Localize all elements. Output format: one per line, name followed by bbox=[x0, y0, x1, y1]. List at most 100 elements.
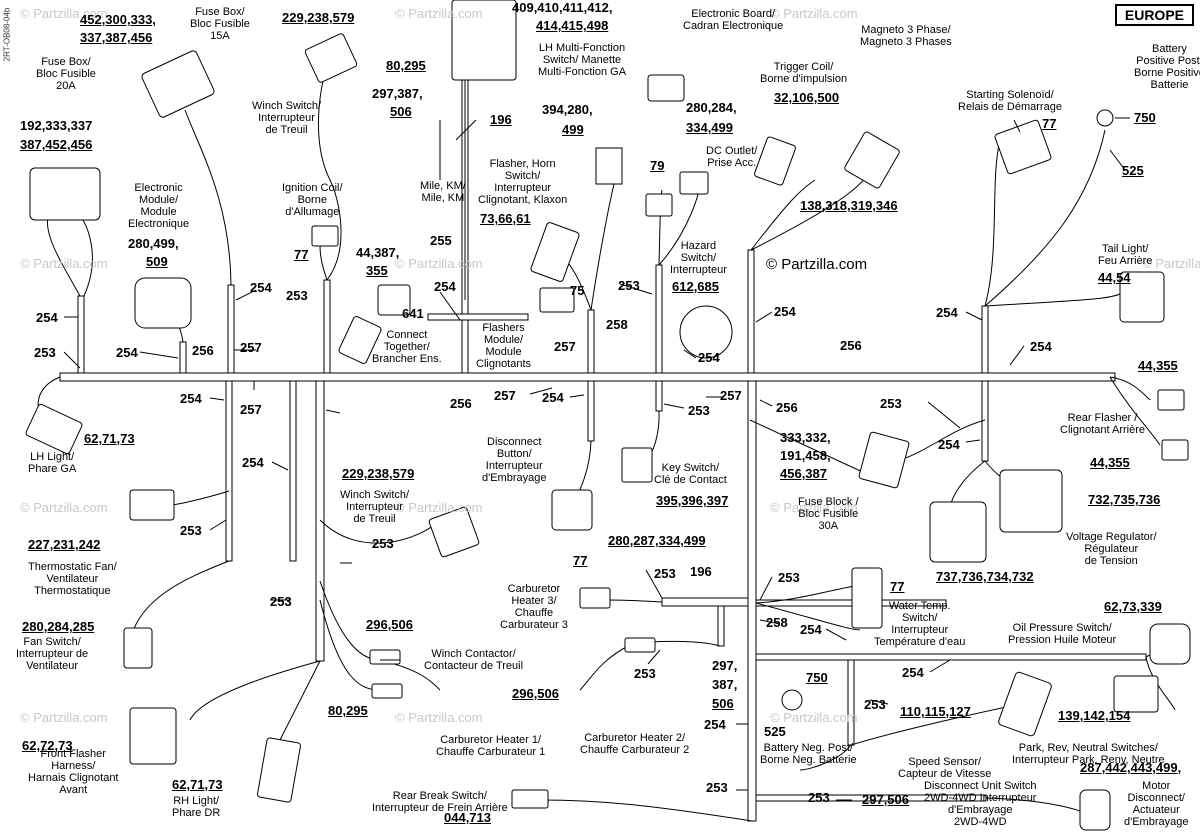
lh-light-label: LH Light/ Phare GA bbox=[28, 451, 77, 475]
starting-solenoid-icon bbox=[994, 119, 1052, 175]
component-glyphs bbox=[25, 0, 1191, 831]
ref-62-71-73-rh: 62,71,73 bbox=[172, 777, 223, 792]
winch-switch-mid-label: Winch Switch/ Interrupteur de Treuil bbox=[340, 489, 410, 525]
voltage-regulator-a-icon bbox=[999, 469, 1063, 533]
ref-280-284-285: 280,284,285 bbox=[22, 619, 95, 634]
lh-multi-label: LH Multi-Fonction Switch/ Manette Multi-… bbox=[538, 42, 627, 78]
hazard-switch-label: Hazard Switch/ Interrupteur bbox=[670, 240, 727, 276]
watermark: © Partzilla.com bbox=[395, 710, 483, 725]
watermark: © Partzilla.com bbox=[770, 6, 858, 21]
ref-32: 32,106,500 bbox=[774, 90, 840, 105]
ref-44-54: 44,54 bbox=[1098, 270, 1131, 285]
thermostatic-fan-label: Thermostatic Fan/ Ventilateur Thermostat… bbox=[28, 561, 117, 597]
speed-sensor-label: Speed Sensor/ Capteur de Vitesse bbox=[898, 756, 992, 780]
wire-label: 257 bbox=[240, 402, 262, 417]
ref-297-bot-a: 297, bbox=[712, 658, 738, 673]
winch-contactor-label: Winch Contactor/ Contacteur de Treuil bbox=[424, 648, 524, 672]
battery-pos-post-icon bbox=[1096, 109, 1114, 127]
wire-label: 254 bbox=[936, 305, 958, 320]
watermark: © Partzilla.com bbox=[20, 710, 108, 725]
carb-heater-2-label: Carburetor Heater 2/ Chauffe Carburateur… bbox=[580, 732, 690, 756]
wire-label: 253 bbox=[808, 790, 830, 805]
oil-pressure-switch-icon bbox=[1149, 623, 1191, 665]
disconnect-button-icon bbox=[551, 489, 593, 531]
park-rev-label: Park, Rev, Neutral Switches/ Interrupteu… bbox=[1012, 742, 1165, 766]
front-flasher-icon bbox=[129, 707, 177, 765]
ref-229-mid: 229,238,579 bbox=[342, 466, 415, 481]
ref-44-355-b: 44,355 bbox=[1090, 455, 1130, 470]
winch-switch-mid-icon bbox=[428, 506, 480, 558]
tail-light-label: Tail Light/ Feu Arrière bbox=[1098, 243, 1153, 267]
fuse-box-20a-icon bbox=[29, 167, 101, 221]
main-harness bbox=[59, 0, 1147, 822]
wire-label: 254 bbox=[116, 345, 138, 360]
watermark: © Partzilla.com bbox=[395, 500, 483, 515]
ref-75: 75 bbox=[570, 283, 585, 298]
rear-brake-label: Rear Break Switch/ Interrupteur de Frein… bbox=[372, 790, 508, 814]
fan-switch-icon bbox=[123, 627, 153, 669]
carb-heater-3-icon bbox=[579, 587, 611, 609]
wire-label: 256 bbox=[450, 396, 472, 411]
ref-79: 79 bbox=[650, 158, 665, 173]
ref-525-bot: 525 bbox=[764, 724, 786, 739]
voltage-regulator-label: Voltage Regulator/ Régulateur de Tension bbox=[1066, 531, 1157, 567]
ref-280-499-b: 509 bbox=[146, 254, 168, 269]
fuse-block-label: Fuse Block / Bloc Fusible 30A bbox=[798, 496, 859, 532]
rh-light-icon bbox=[257, 737, 301, 803]
starting-solenoid-label: Starting Solenoïd/ Relais de Démarrage bbox=[958, 89, 1062, 113]
carb-heater-3-label: Carburetor Heater 3/ Chauffe Carburateur… bbox=[500, 583, 568, 631]
ref-296-506-a: 296,506 bbox=[366, 617, 413, 632]
watermark: © Partzilla.com bbox=[1142, 256, 1200, 271]
ref-110: 110,115,127 bbox=[900, 704, 971, 719]
dc-outlet-icon bbox=[679, 171, 709, 195]
ref-612: 612,685 bbox=[672, 279, 719, 294]
magneto-icon bbox=[844, 131, 900, 189]
rear-flasher-label: Rear Flasher / Clignotant Arrière bbox=[1060, 412, 1145, 436]
wire-label: 253 bbox=[688, 403, 710, 418]
tail-light-icon bbox=[1119, 271, 1165, 323]
ref-296-506-b: 296,506 bbox=[512, 686, 559, 701]
side-code: 2RT-OB08-04b bbox=[2, 7, 12, 62]
wire-label: 253 bbox=[34, 345, 56, 360]
ref-452-a: 452,300,333, bbox=[80, 12, 156, 27]
wire-label: 253 bbox=[654, 566, 676, 581]
oil-pressure-label: Oil Pressure Switch/ Pression Huile Mote… bbox=[1008, 622, 1117, 646]
ref-287-442: 287,442,443,499, bbox=[1080, 760, 1182, 775]
wire-label: 256 bbox=[192, 343, 214, 358]
flasher-horn-label: Flasher, Horn Switch/ Interrupteur Clign… bbox=[478, 158, 568, 206]
ref-750-bot: 750 bbox=[806, 670, 828, 685]
electronic-board-icon bbox=[451, 0, 517, 81]
carb-heater-1-label: Carburetor Heater 1/ Chauffe Carburateur… bbox=[436, 734, 546, 758]
ref-409-a: 409,410,411,412, bbox=[512, 0, 613, 15]
key-switch-label: Key Switch/ Clé de Contact bbox=[654, 462, 727, 486]
flashers-module-label: Flashers Module/ Module Clignotants bbox=[476, 322, 532, 370]
wire-label: 257 bbox=[240, 340, 262, 355]
wire-label: 258 bbox=[766, 615, 788, 630]
wire-label: 254 bbox=[938, 437, 960, 452]
wire-label: 257 bbox=[720, 388, 742, 403]
connect-together-icon bbox=[338, 316, 382, 364]
ref-44-387-a: 44,387, bbox=[356, 245, 400, 260]
rear-flasher-a-icon bbox=[1157, 389, 1185, 411]
trigger-coil-icon bbox=[754, 136, 796, 186]
disconnect-unit-icon bbox=[1079, 789, 1111, 831]
wire-label: 254 bbox=[800, 622, 822, 637]
winch-contactor-b-icon bbox=[371, 683, 403, 699]
relay-icon bbox=[595, 147, 623, 185]
disconnect-unit-label: Disconnect Unit Switch 2WD-4WD Interrupt… bbox=[924, 780, 1037, 828]
ref-227: 227,231,242 bbox=[28, 537, 101, 552]
ref-280-284-b: 334,499 bbox=[686, 120, 733, 135]
voltage-regulator-b-icon bbox=[929, 501, 987, 563]
wire-label: 257 bbox=[494, 388, 516, 403]
wire-label: 253 bbox=[180, 523, 202, 538]
lh-multi-switch-icon bbox=[647, 74, 685, 102]
wire-label: 253 bbox=[880, 396, 902, 411]
wire-label: 254 bbox=[1030, 339, 1052, 354]
hazard-switch-icon bbox=[679, 305, 733, 359]
ref-452-b: 337,387,456 bbox=[80, 30, 153, 45]
region-badge: EUROPE bbox=[1114, 4, 1194, 26]
ref-77-carb: 77 bbox=[573, 553, 588, 568]
ref-297-bot-c: 506 bbox=[712, 696, 734, 711]
fuse-box-15a-icon bbox=[141, 50, 215, 118]
ref-196-bot: 196 bbox=[690, 564, 712, 579]
